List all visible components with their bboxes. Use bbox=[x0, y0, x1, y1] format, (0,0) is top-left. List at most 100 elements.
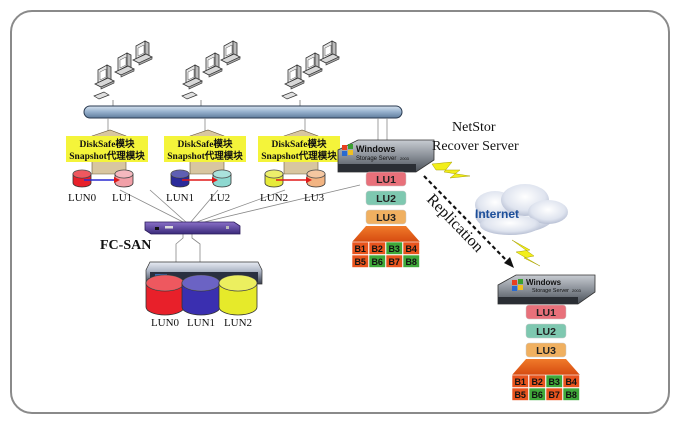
os-edition: Storage Server bbox=[532, 288, 569, 294]
lan-backbone-bar bbox=[83, 105, 403, 119]
module-label-box bbox=[164, 136, 246, 162]
workstation-group-3 bbox=[281, 40, 340, 100]
data-block-label: B5 bbox=[514, 390, 526, 400]
lu-volume-label: LU1 bbox=[536, 307, 556, 319]
data-block: B4 bbox=[402, 241, 420, 255]
module-label-line2: Snapshot代理模块 bbox=[69, 150, 145, 162]
computer-icon bbox=[182, 64, 203, 90]
lu-volume: LU1 bbox=[365, 171, 407, 187]
windows-logo-icon bbox=[342, 144, 353, 156]
storage-lun-label: LUN2 bbox=[224, 317, 252, 329]
os-edition: Storage Server bbox=[356, 156, 396, 162]
computer-icon bbox=[202, 52, 223, 78]
lu-label: LU2 bbox=[210, 192, 230, 204]
fc-san-label: FC-SAN bbox=[100, 238, 151, 253]
os-name: Windows bbox=[526, 278, 562, 287]
keyboard-icon bbox=[281, 91, 298, 100]
lu-volume: LU3 bbox=[525, 342, 567, 358]
os-version: 2003 bbox=[572, 288, 582, 293]
computer-icon bbox=[114, 52, 135, 78]
data-block: B6 bbox=[528, 387, 546, 401]
data-block: B8 bbox=[402, 254, 420, 268]
lu-volume: LU1 bbox=[525, 304, 567, 320]
data-block-label: B5 bbox=[354, 257, 366, 267]
storage-lun-label: LUN1 bbox=[187, 317, 215, 329]
lun-disk-icon bbox=[264, 169, 284, 188]
lu-disk-icon bbox=[114, 169, 134, 188]
lu-disk-icon bbox=[212, 169, 232, 188]
lu-volume-label: LU2 bbox=[376, 193, 396, 205]
module-label-line1: DiskSafe模块 bbox=[272, 138, 327, 150]
data-block: B5 bbox=[511, 387, 529, 401]
lu-volume: LU2 bbox=[525, 323, 567, 339]
data-block: B1 bbox=[351, 241, 369, 255]
computer-icon bbox=[284, 64, 305, 90]
module-label-line1: DiskSafe模块 bbox=[178, 138, 233, 150]
lu-volume: LU3 bbox=[365, 209, 407, 225]
data-block: B5 bbox=[351, 254, 369, 268]
computer-icon bbox=[302, 52, 323, 78]
module-label-box bbox=[66, 136, 148, 162]
keyboard-icon bbox=[93, 91, 110, 100]
lu-disk-icon bbox=[306, 169, 326, 188]
data-block-label: B2 bbox=[531, 377, 543, 387]
data-block-label: B4 bbox=[565, 377, 577, 387]
fc-switch bbox=[144, 221, 241, 235]
remote-server: Windows Storage Server 2003 bbox=[497, 274, 596, 305]
data-block-label: B8 bbox=[565, 390, 577, 400]
lightning-icon bbox=[511, 239, 541, 267]
computer-icon bbox=[132, 40, 153, 66]
storage-lun-disk-icon bbox=[145, 274, 185, 316]
lu-volume-label: LU2 bbox=[536, 326, 556, 338]
data-block: B3 bbox=[545, 374, 563, 388]
block-funnel bbox=[512, 359, 580, 375]
lun-label: LUN2 bbox=[260, 192, 288, 204]
computer-icon bbox=[319, 40, 340, 66]
arrow-icon bbox=[114, 177, 120, 183]
data-block-label: B8 bbox=[405, 257, 417, 267]
arrow-icon bbox=[212, 177, 218, 183]
data-block: B2 bbox=[528, 374, 546, 388]
lu-volume-label: LU1 bbox=[376, 174, 396, 186]
data-block-label: B7 bbox=[388, 257, 400, 267]
internet-cloud bbox=[475, 184, 568, 235]
data-block-label: B1 bbox=[514, 377, 526, 387]
lun-label: LUN1 bbox=[166, 192, 194, 204]
recover-server-title-line2: Recover Server bbox=[432, 139, 519, 154]
lu-volume-label: LU3 bbox=[376, 212, 396, 224]
data-block-label: B6 bbox=[371, 257, 383, 267]
lun-label: LUN0 bbox=[68, 192, 97, 204]
data-block: B8 bbox=[562, 387, 580, 401]
data-block: B7 bbox=[385, 254, 403, 268]
data-block-label: B7 bbox=[548, 390, 560, 400]
data-block: B2 bbox=[368, 241, 386, 255]
lu-label: LU3 bbox=[304, 192, 325, 204]
lu-volume-label: LU3 bbox=[536, 345, 556, 357]
replication-arrow bbox=[423, 175, 514, 268]
data-block: B1 bbox=[511, 374, 529, 388]
workstation-group-2 bbox=[181, 40, 241, 100]
computer-icon bbox=[220, 40, 241, 66]
module-label-box bbox=[258, 136, 340, 162]
recover-server-title-line1: NetStor bbox=[452, 120, 496, 135]
lun-disk-icon bbox=[170, 169, 190, 188]
computer-icon bbox=[94, 64, 115, 90]
data-block-label: B3 bbox=[548, 377, 560, 387]
block-funnel bbox=[352, 226, 420, 242]
os-name: Windows bbox=[356, 144, 395, 154]
recover-server: Windows Storage Server 2003 bbox=[337, 139, 435, 173]
data-block: B7 bbox=[545, 387, 563, 401]
lu-volume: LU2 bbox=[365, 190, 407, 206]
workstation-group-1 bbox=[93, 40, 153, 100]
data-block-label: B4 bbox=[405, 244, 417, 254]
data-block-label: B2 bbox=[371, 244, 383, 254]
arrow-icon bbox=[306, 177, 312, 183]
data-block-label: B3 bbox=[388, 244, 400, 254]
lu-label: LU1 bbox=[112, 192, 132, 204]
data-block: B6 bbox=[368, 254, 386, 268]
data-block-label: B1 bbox=[354, 244, 366, 254]
module-label-line2: Snapshot代理模块 bbox=[261, 150, 337, 162]
